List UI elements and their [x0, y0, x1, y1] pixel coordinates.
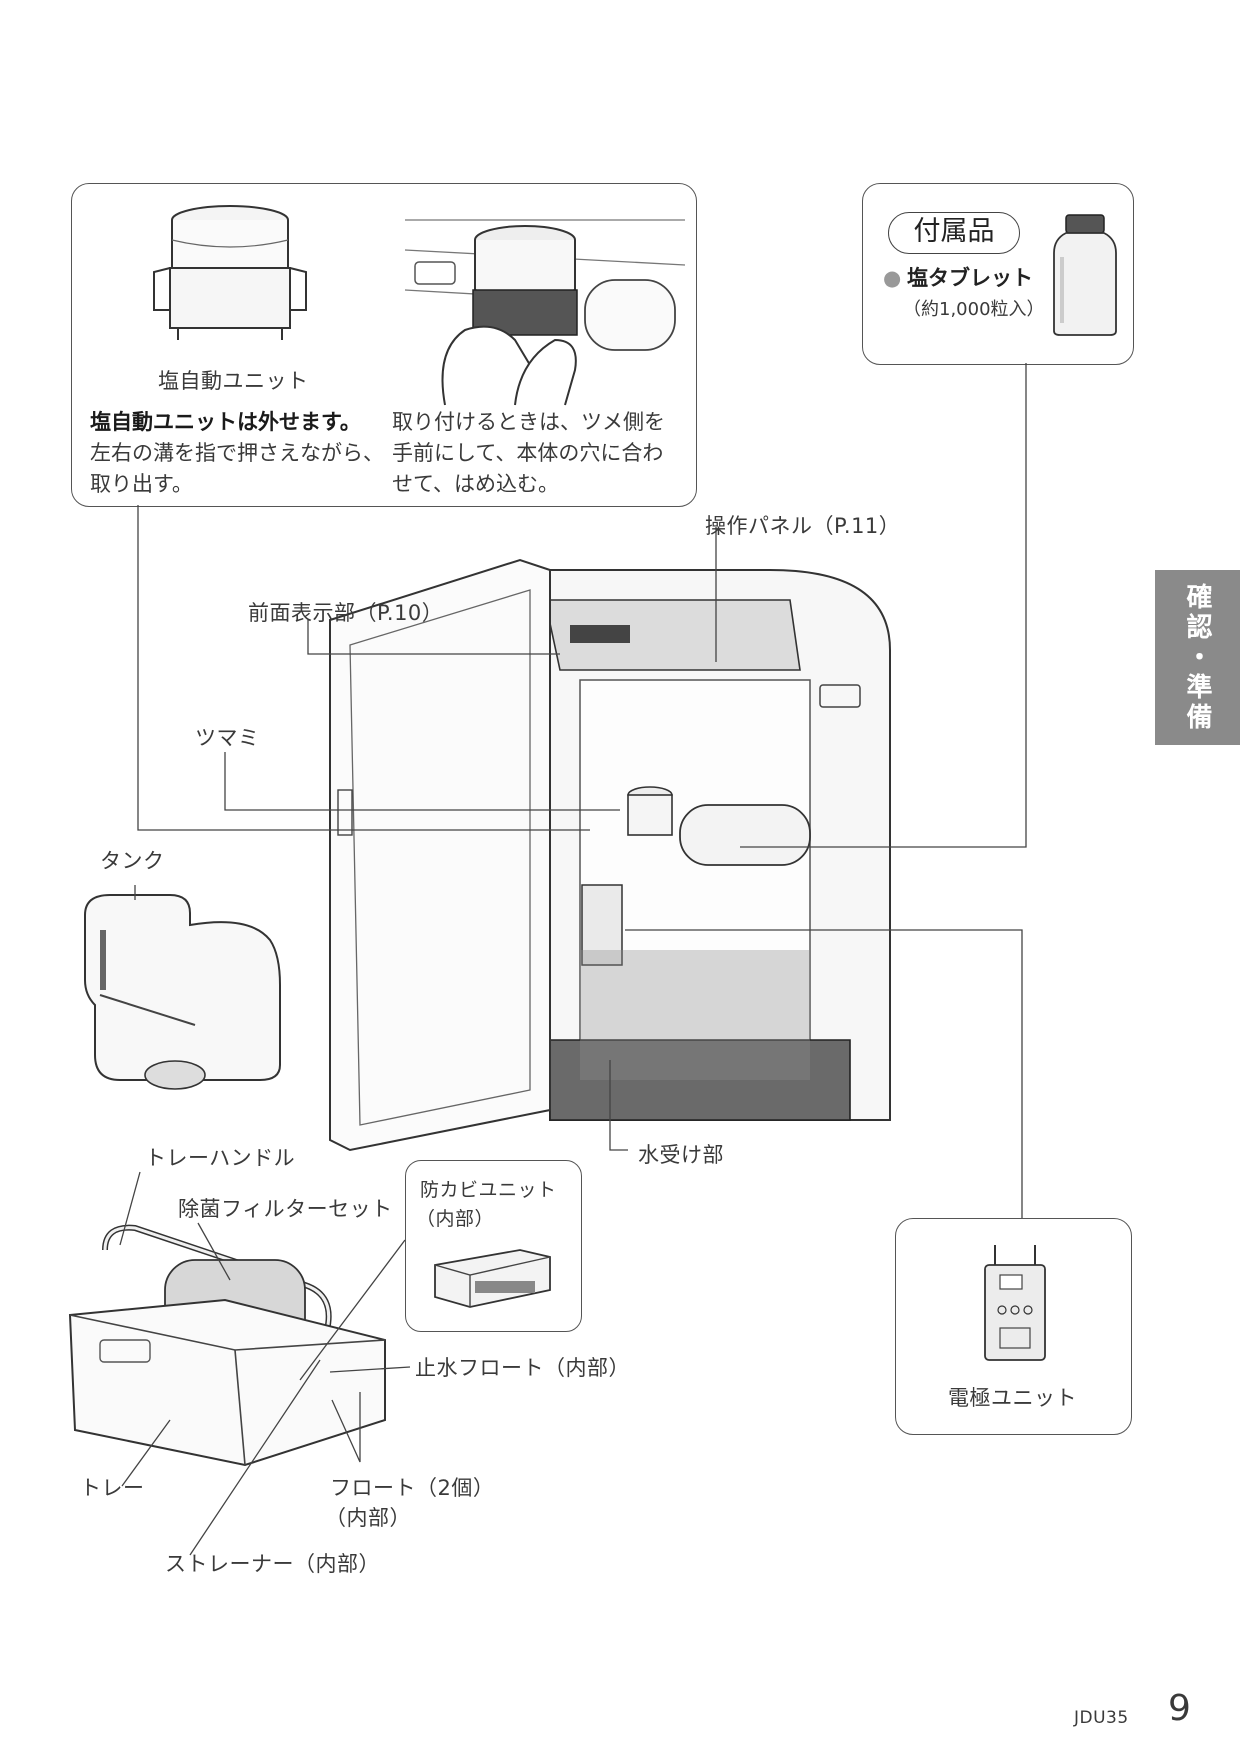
section-tab-check-prepare[interactable]: 確認・準備 [1155, 570, 1240, 745]
salt-unit-remove-text-3: 取り出す。 [90, 472, 193, 496]
tray-illustration [68, 1224, 386, 1467]
electrode-unit-label: 電極ユニット [948, 1386, 1077, 1410]
tray-handle-label: トレーハンドル [145, 1146, 296, 1170]
humidifier-main-illustration [329, 558, 891, 1152]
mold-unit-illustration [434, 1249, 551, 1308]
tank-label: タンク [100, 849, 165, 873]
salt-unit-install-illustration [404, 219, 686, 406]
salt-unit-caption: 塩自動ユニット [158, 369, 309, 393]
float-label-1: フロート（2個） [330, 1476, 495, 1500]
salt-unit-remove-text-2: 左右の溝を指で押さえながら、 [90, 441, 384, 465]
stop-float-label: 止水フロート（内部） [415, 1356, 630, 1380]
section-tab-label: 確認・準備 [1182, 582, 1212, 733]
page-number: 9 [1168, 1688, 1192, 1729]
salt-unit-install-text-2: 手前にして、本体の穴に合わ [392, 441, 664, 465]
salt-unit-install-text-3: せて、はめ込む。 [392, 472, 559, 496]
accessory-title: 付属品 [888, 212, 1020, 254]
salt-unit-install-text-1: 取り付けるときは、ツメ側を [392, 410, 665, 434]
tray-label: トレー [80, 1476, 145, 1500]
electrode-unit-callout [895, 1218, 1132, 1435]
control-panel-label: 操作パネル（P.11） [705, 514, 901, 538]
accessory-item: 塩タブレット [907, 266, 1033, 290]
mold-unit-label-2: （内部） [416, 1208, 495, 1230]
filter-set-label: 除菌フィルターセット [178, 1197, 393, 1221]
salt-unit-illustration [153, 205, 307, 340]
float-label-2: （内部） [325, 1506, 411, 1530]
electrode-unit-illustration [984, 1245, 1046, 1361]
salt-tablet-bottle-icon [1053, 214, 1117, 336]
front-display-label: 前面表示部（P.10） [248, 601, 444, 625]
water-tray-label: 水受け部 [638, 1143, 724, 1167]
strainer-label: ストレーナー（内部） [165, 1552, 380, 1576]
mold-unit-callout [405, 1160, 582, 1332]
accessory-qty: （約1,000粒入） [903, 299, 1045, 320]
knob-label: ツマミ [195, 726, 260, 750]
accessory-bullet: ● [883, 266, 902, 290]
model-number: JDU35 [1074, 1708, 1129, 1728]
salt-unit-removable-heading: 塩自動ユニットは外せます。 [90, 410, 361, 434]
mold-unit-label-1: 防カビユニット [420, 1179, 557, 1201]
tank-illustration [84, 894, 281, 1090]
